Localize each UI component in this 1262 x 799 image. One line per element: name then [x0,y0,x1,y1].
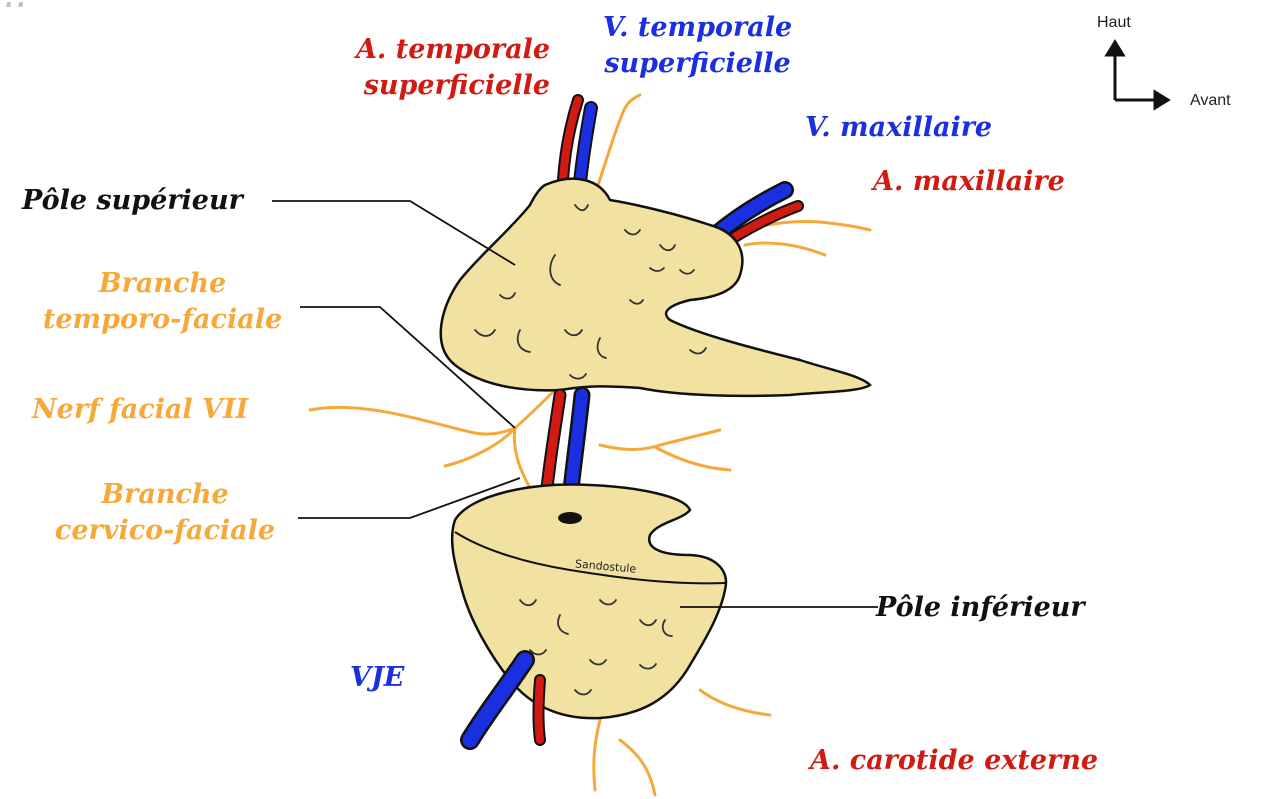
label-v-maxillaire: V. maxillaire [805,110,992,146]
label-vje: VJE [350,660,404,696]
nerve-inferior-3 [620,740,655,795]
leader-pole-superieur [272,201,515,265]
label-branche-cervico-faciale: Branche cervico-faciale [35,477,295,549]
label-a-maxillaire: A. maxillaire [873,164,1065,200]
label-a-temporale-sup: A. temporale superficielle [318,32,550,104]
label-pole-inferieur: Pôle inférieur [876,590,1085,626]
label-branche-temporo-faciale: Branche temporo-faciale [30,266,295,338]
vessel-opening [558,512,582,524]
nerve-forward-branch [600,430,720,450]
label-v-temporale-sup: V. temporale superficielle [585,10,810,82]
inferior-pole-gland [452,485,726,719]
orientation-compass [1107,42,1168,108]
label-pole-superieur: Pôle supérieur [22,183,243,219]
nerve-inferior-1 [594,720,600,790]
nerve-forward-branch-2 [655,447,730,470]
superior-pole-gland [441,179,870,396]
nerve-upper-temporal [598,95,640,185]
nerve-trunk [310,407,515,434]
nerve-inferior-2 [700,690,770,715]
label-nerf-facial: Nerf facial VII [32,392,248,428]
nerve-maxillary-2 [745,243,825,255]
label-a-carotide-externe: A. carotide externe [810,743,1098,779]
compass-up-label: Haut [1097,14,1131,32]
compass-forward-label: Avant [1190,92,1231,110]
